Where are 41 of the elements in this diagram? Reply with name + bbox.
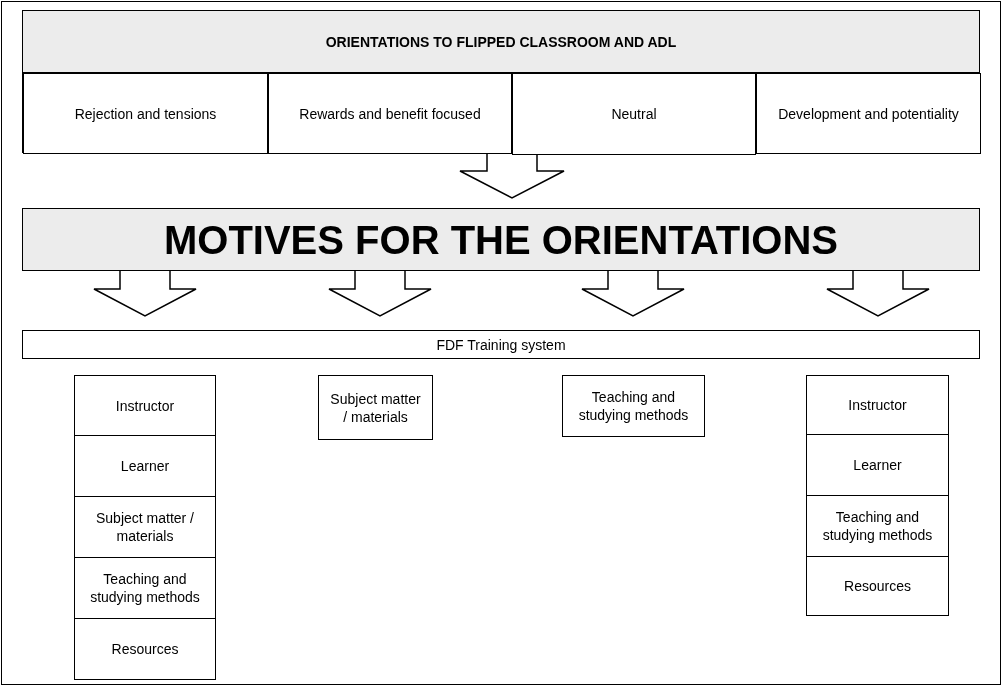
box-label: Resources [843, 577, 912, 595]
process-box [806, 434, 949, 496]
box-label: Neutral [610, 105, 658, 123]
box-label: Teaching and studying methods [821, 508, 934, 544]
process-box [74, 375, 216, 436]
heading-band [22, 208, 980, 271]
table-cell [268, 73, 512, 154]
block-arrow [328, 270, 432, 317]
block-arrow [581, 270, 685, 317]
process-box [806, 375, 949, 435]
header-box [22, 10, 980, 153]
process-box [74, 496, 216, 558]
box-label: Resources [110, 640, 180, 658]
box-label: Subject matter / materials [329, 389, 422, 426]
process-box [806, 556, 949, 616]
heading-text: ORIENTATIONS TO FLIPPED CLASSROOM AND ADL [23, 11, 979, 73]
box-label: Teaching and studying methods [89, 570, 201, 606]
box-label: Learner [852, 456, 903, 474]
block-arrow [459, 152, 565, 199]
box-label: Instructor [114, 396, 176, 415]
process-box [562, 375, 705, 437]
box-label: Subject matter / materials [94, 509, 195, 545]
table-cell [756, 73, 981, 154]
process-box [74, 435, 216, 497]
process-box [806, 495, 949, 557]
process-box [74, 618, 216, 680]
box-label: Instructor [847, 396, 908, 414]
box-label: Learner [119, 457, 171, 475]
process-box [318, 375, 433, 440]
block-arrow [826, 270, 930, 317]
table-cell [512, 73, 756, 155]
box-label: Rewards and benefit focused [298, 104, 482, 123]
box-label: Development and potentiality [777, 104, 960, 123]
box-label: FDF Training system [435, 335, 567, 354]
box-label: Rejection and tensions [73, 104, 218, 123]
table-cell [23, 73, 268, 154]
heading-text: MOTIVES FOR THE ORIENTATIONS [162, 216, 840, 263]
process-box [74, 557, 216, 619]
box-label: Teaching and studying methods [577, 388, 690, 424]
block-arrow [93, 270, 197, 317]
system-bar [22, 330, 980, 359]
